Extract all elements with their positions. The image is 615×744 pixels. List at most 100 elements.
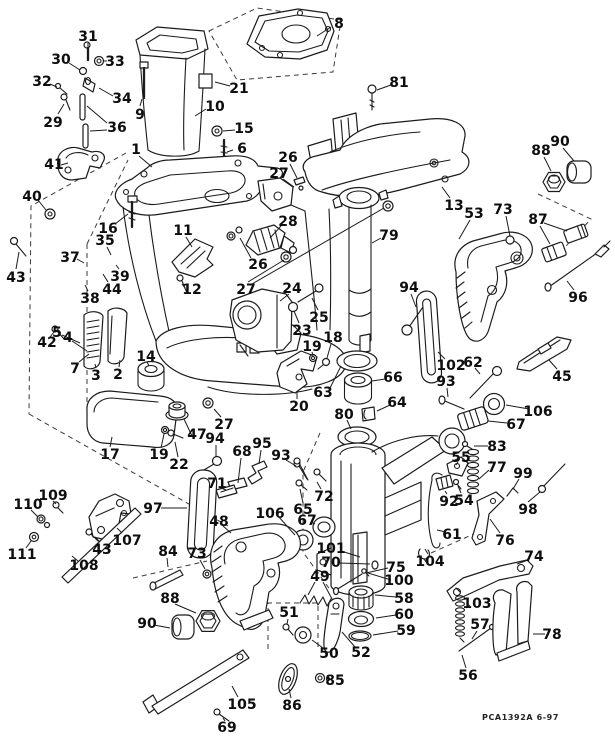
callout-leader-14: [146, 361, 150, 367]
callout-16: 16: [98, 221, 117, 237]
callout-leader-110: [30, 509, 39, 518]
callout-93: 93: [271, 448, 290, 464]
callout-49: 49: [310, 569, 329, 585]
callout-44: 44: [102, 282, 122, 298]
callout-leader-61: [436, 529, 447, 533]
callout-96: 96: [568, 290, 587, 306]
callout-79: 79: [379, 228, 398, 244]
callout-26: 26: [248, 257, 267, 273]
callout-leader-11: [185, 236, 193, 248]
callout-28: 28: [278, 214, 297, 230]
callout-41: 41: [44, 157, 63, 173]
callout-leader-25: [311, 297, 319, 311]
callout-leader-27: [213, 408, 222, 418]
callout-leader-77: [478, 469, 490, 480]
callout-78: 78: [542, 627, 561, 643]
callout-leader-5: [61, 334, 81, 344]
callout-66: 66: [383, 370, 402, 386]
callout-65: 65: [293, 502, 312, 518]
callout-24: 24: [282, 281, 302, 297]
callout-111: 111: [7, 547, 36, 563]
callout-leader-86: [288, 688, 292, 699]
callout-leader-57: [471, 630, 478, 640]
callout-leader-26: [239, 237, 252, 259]
callout-9: 9: [135, 107, 145, 123]
callout-leader-6: [226, 149, 234, 153]
callout-leader-73: [199, 559, 206, 570]
callout-23: 23: [292, 323, 311, 339]
callout-leader-90: [153, 624, 171, 629]
callout-63: 63: [313, 385, 332, 401]
callout-leader-76: [489, 518, 501, 534]
exhaust-gasket-drawing: [246, 8, 335, 60]
callout-106: 106: [255, 506, 284, 522]
callout-1: 1: [131, 142, 141, 158]
callout-84: 84: [158, 544, 178, 560]
callout-leader-66: [371, 378, 386, 382]
callout-76: 76: [495, 533, 514, 549]
callout-leader-38: [84, 284, 89, 292]
callout-109: 109: [38, 488, 67, 504]
callout-leader-2: [118, 359, 121, 368]
callout-43: 43: [6, 270, 25, 286]
callout-leader-67: [487, 420, 508, 424]
callout-31: 31: [78, 29, 97, 45]
callout-97: 97: [143, 501, 162, 517]
callout-81: 81: [389, 75, 408, 91]
callout-48: 48: [209, 514, 228, 530]
callout-94: 94: [399, 280, 419, 296]
callout-leader-52: [341, 631, 356, 648]
callout-98: 98: [518, 502, 537, 518]
callout-leader-88: [174, 603, 197, 614]
callout-100: 100: [384, 573, 413, 589]
callout-55: 55: [451, 450, 470, 466]
callout-33: 33: [105, 54, 124, 70]
callout-leader-87: [539, 225, 551, 245]
callout-62: 62: [463, 355, 482, 371]
callout-leader-19: [160, 433, 165, 449]
callout-leader-107: [116, 527, 123, 534]
callout-29: 29: [43, 115, 62, 131]
callout-90: 90: [137, 616, 157, 632]
callout-50: 50: [319, 646, 339, 662]
callout-leader-53: [458, 219, 471, 240]
callout-leader-72: [316, 481, 322, 490]
callout-leader-100: [367, 572, 392, 581]
callout-leader-90: [562, 147, 575, 162]
callout-11: 11: [173, 223, 192, 239]
callout-leader-8: [316, 26, 332, 37]
callout-leader-51: [286, 618, 289, 625]
callout-leader-15: [222, 129, 236, 132]
callout-leader-34: [98, 87, 114, 97]
callout-leader-43: [15, 251, 20, 270]
callout-64: 64: [387, 395, 407, 411]
callout-103: 103: [462, 596, 491, 612]
callout-leader-41: [60, 162, 69, 166]
callout-60: 60: [394, 607, 414, 623]
callout-leader-67: [310, 521, 316, 525]
callout-leader-93: [446, 387, 449, 398]
callout-27: 27: [269, 166, 288, 182]
callout-leader-12: [181, 283, 186, 289]
callout-leader-40: [37, 199, 47, 211]
callout-leader-54: [457, 485, 462, 494]
callout-70: 70: [321, 555, 341, 571]
tilt-tube-drawing: [332, 186, 389, 448]
callout-leader-17: [109, 436, 113, 448]
callout-105: 105: [227, 697, 256, 713]
callout-73: 73: [187, 546, 206, 562]
mount-hardware-drawing: [226, 176, 394, 394]
callout-leader-88: [543, 156, 552, 172]
callout-leader-55: [455, 461, 459, 466]
callout-30: 30: [51, 52, 71, 68]
callout-3: 3: [91, 368, 101, 384]
callout-leader-64: [376, 404, 391, 412]
callout-leader-50: [311, 639, 324, 649]
callout-32: 32: [32, 74, 51, 90]
callout-leader-111: [25, 540, 32, 549]
callout-leader-24: [279, 293, 290, 302]
steering-link-hardware-drawing: [28, 397, 309, 584]
steering-arm-drawing: [302, 84, 470, 197]
callout-leader-104: [424, 548, 429, 555]
callout-leader-69: [222, 717, 226, 722]
